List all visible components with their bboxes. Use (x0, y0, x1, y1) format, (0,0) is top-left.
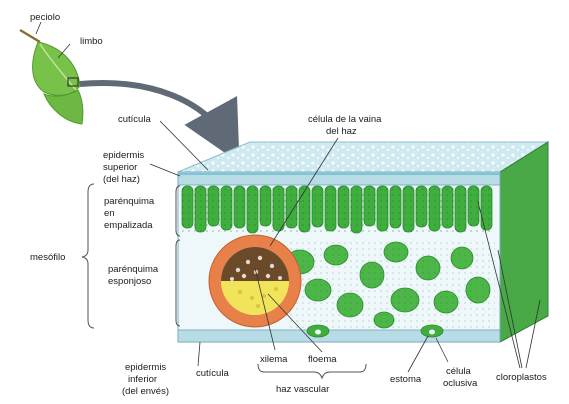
esp-line-2: esponjoso (108, 276, 151, 287)
top-face (178, 142, 548, 172)
esp-line-1: parénquima (108, 264, 159, 275)
leaf-block (178, 142, 548, 342)
label-esponjoso: parénquima esponjoso (108, 264, 161, 287)
lower-epidermis (178, 330, 500, 342)
haz-vascular-bracket (258, 364, 366, 378)
leaf-blade-upper (33, 42, 80, 95)
epi-sup-line-3: (del haz) (103, 174, 140, 185)
stoma-left (307, 325, 329, 337)
label-floema: floema (308, 354, 337, 365)
label-estoma: estoma (390, 374, 422, 385)
label-empalizada: parénquima en empalizada (104, 196, 157, 231)
oclusiva-line-2: oclusiva (443, 378, 478, 389)
stoma-right (421, 325, 443, 337)
label-limbo: limbo (80, 36, 103, 47)
emp-line-3: empalizada (104, 220, 153, 231)
vaina-line-2: del haz (326, 126, 357, 137)
emp-line-1: parénquima (104, 196, 155, 207)
epi-sup-line-2: superior (103, 162, 137, 173)
epi-inf-line-1: epidermis (125, 362, 166, 373)
vascular-bundle (209, 235, 301, 327)
label-celula-oclusiva: célula oclusiva (443, 366, 478, 389)
vaina-line-1: célula de la vaina (308, 114, 382, 125)
epi-inf-line-2: inferior (128, 374, 157, 385)
label-epidermis-inferior: epidermis inferior (del envés) (122, 362, 169, 397)
emp-line-2: en (104, 208, 115, 219)
zoom-arrow (80, 83, 228, 142)
label-cloroplastos: cloroplastos (496, 372, 547, 383)
label-xilema: xilema (260, 354, 288, 365)
label-haz-vascular: haz vascular (276, 384, 329, 395)
leaf-illustration (20, 30, 83, 124)
epi-inf-line-3: (del envés) (122, 386, 169, 397)
label-epidermis-superior: epidermis superior (del haz) (103, 150, 147, 185)
label-cuticula-bottom: cutícula (196, 368, 229, 379)
label-peciolo: peciolo (30, 12, 60, 23)
label-mesofilo: mesófilo (30, 252, 65, 263)
label-celula-vaina: célula de la vaina del haz (308, 114, 384, 137)
label-cuticula-top: cutícula (118, 114, 151, 125)
right-face (500, 142, 548, 342)
epi-sup-line-1: epidermis (103, 150, 144, 161)
oclusiva-line-1: célula (446, 366, 472, 377)
mesofilo-bracket (82, 184, 94, 328)
